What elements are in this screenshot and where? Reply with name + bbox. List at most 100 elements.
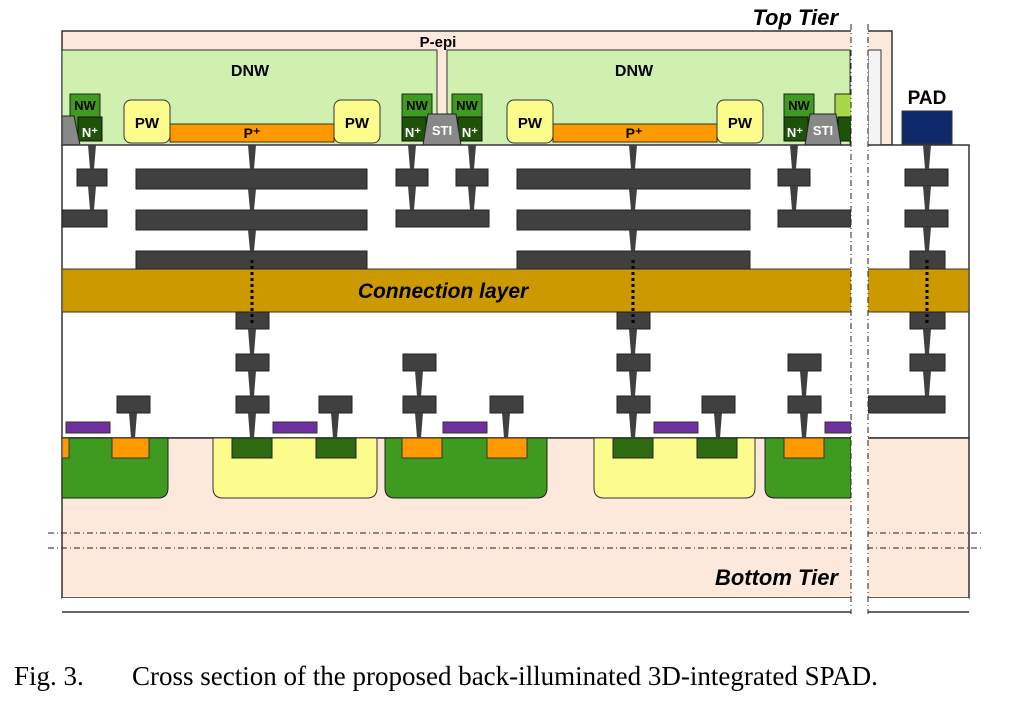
- metal-bar: [395, 168, 429, 187]
- metal-bar: [616, 353, 651, 372]
- via: [923, 371, 931, 396]
- bottom-metal-stack: [116, 311, 946, 414]
- metal-bar: [318, 395, 353, 414]
- bottom-vias: [129, 329, 931, 438]
- via: [468, 186, 476, 210]
- bottom-pdiff-2: [111, 437, 150, 459]
- via: [248, 145, 256, 169]
- pwell-2: [333, 99, 381, 144]
- metal-bar: [455, 168, 489, 187]
- metal-bar: [76, 168, 108, 187]
- via: [248, 329, 256, 354]
- pwell-4: [716, 99, 764, 144]
- bond-links: [250, 260, 929, 324]
- via: [88, 186, 96, 210]
- via: [248, 371, 256, 396]
- nplus-label-4: N⁺: [787, 125, 803, 140]
- nw-label-4: NW: [788, 98, 810, 113]
- bottom-pdiff-3: [401, 437, 443, 459]
- top-right-substrate-box: [867, 49, 882, 146]
- metal-bar: [402, 395, 437, 414]
- top-tier: Top Tier P-epi DNW DNW NW NW NW NW PW PW…: [61, 5, 953, 146]
- pw-label-3: PW: [518, 115, 543, 132]
- p-epi-label: P-epi: [420, 34, 457, 51]
- via: [129, 413, 137, 438]
- metal-bar: [701, 395, 736, 414]
- pplus-2: [552, 123, 718, 143]
- cut-gap: [851, 24, 868, 614]
- metal-bar: [904, 209, 949, 228]
- bottom-pdiff-4: [486, 437, 528, 459]
- sp-diagram: Top Tier P-epi DNW DNW NW NW NW NW PW PW…: [48, 5, 983, 614]
- metal-bar: [235, 395, 270, 414]
- pw-label-4: PW: [728, 115, 753, 132]
- gate: [442, 421, 488, 434]
- dnw-label-right: DNW: [615, 63, 654, 80]
- caption-figure-number: Fig. 3.: [14, 661, 84, 691]
- metal-bar: [616, 395, 651, 414]
- gate: [824, 421, 852, 434]
- bottom-ndiff-3: [612, 437, 654, 459]
- metal-bar: [395, 209, 490, 228]
- metal-bar: [135, 209, 368, 231]
- via: [415, 371, 423, 396]
- top-tier-label: Top Tier: [752, 5, 839, 30]
- via: [800, 371, 808, 396]
- nplus-4: [783, 116, 809, 142]
- metal-bar: [402, 353, 437, 372]
- bottom-ndiff-2: [315, 437, 357, 459]
- nplus-label-3: N⁺: [462, 125, 478, 140]
- via: [629, 371, 637, 396]
- nw-label-1: NW: [74, 98, 96, 113]
- metal-bar: [135, 168, 368, 190]
- via: [88, 145, 96, 169]
- via: [502, 413, 510, 438]
- metal-bar: [777, 168, 811, 187]
- pplus-label-2: P⁺: [626, 125, 643, 141]
- via: [714, 413, 722, 438]
- via: [800, 413, 808, 438]
- pw-label-2: PW: [345, 115, 370, 132]
- connection-layer: [61, 268, 970, 313]
- metal-bar: [116, 395, 151, 414]
- metal-bar: [909, 353, 946, 372]
- via: [790, 186, 798, 210]
- bottom-ndiff-1: [231, 437, 273, 459]
- gate: [653, 421, 699, 434]
- via: [629, 189, 637, 210]
- via: [468, 145, 476, 169]
- metal-bar: [867, 395, 946, 414]
- via: [923, 145, 931, 169]
- via: [629, 329, 637, 354]
- via: [923, 186, 931, 210]
- bottom-tier-base-line: [62, 598, 969, 612]
- bottom-tier-label: Bottom Tier: [715, 565, 839, 590]
- bottom-pdiff-1: [61, 437, 70, 459]
- pad-label: PAD: [908, 88, 947, 109]
- bottom-ndiff-4: [696, 437, 738, 459]
- metal-bar: [787, 395, 822, 414]
- nplus-label-1: N⁺: [82, 125, 98, 140]
- nplus-label-2: N⁺: [405, 125, 421, 140]
- dnw-label-left: DNW: [231, 63, 270, 80]
- nplus-1: [77, 116, 103, 142]
- via: [629, 145, 637, 169]
- metal-bar: [787, 353, 822, 372]
- via: [923, 227, 931, 251]
- bottom-tier: Bottom Tier: [48, 437, 983, 613]
- sti-label-right: STI: [813, 123, 833, 138]
- via: [790, 145, 798, 169]
- nw-label-2: NW: [406, 98, 428, 113]
- metal-bar: [904, 168, 949, 187]
- pw-label-1: PW: [135, 115, 160, 132]
- pplus-label-1: P⁺: [244, 125, 261, 141]
- via: [415, 413, 423, 438]
- via: [629, 230, 637, 251]
- via: [248, 189, 256, 210]
- via: [629, 413, 637, 438]
- metal-bar: [777, 209, 852, 228]
- via: [248, 413, 256, 438]
- via: [248, 230, 256, 251]
- metal-bar: [61, 209, 108, 228]
- sti-label-middle: STI: [432, 123, 452, 138]
